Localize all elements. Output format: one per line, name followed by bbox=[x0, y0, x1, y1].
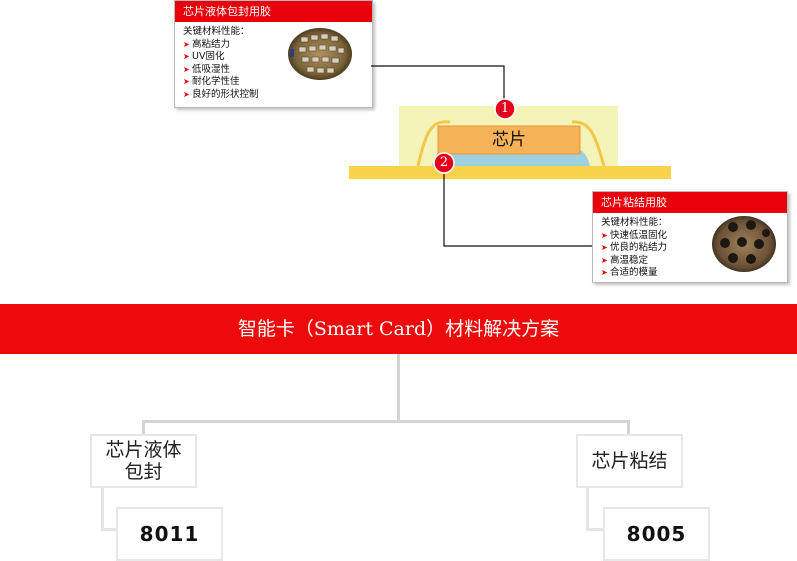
property-text: 良好的形状控制 bbox=[192, 89, 259, 102]
arrow-bullet-icon: ➤ bbox=[183, 76, 192, 89]
die-attach-body: 关键材料性能： ➤快速低温固化 ➤优良的粘结力 ➤高温稳定 ➤合适的模量 bbox=[593, 213, 787, 284]
leader-line-1 bbox=[371, 66, 504, 108]
marker-1-label: 1 bbox=[495, 100, 515, 117]
tree-connector-trunk bbox=[397, 354, 400, 423]
arrow-bullet-icon: ➤ bbox=[183, 39, 192, 52]
leader-line-2 bbox=[440, 170, 600, 250]
property-text: 高温稳定 bbox=[610, 255, 648, 268]
chip-label: 芯片 bbox=[438, 128, 580, 152]
property-text: UV固化 bbox=[192, 51, 224, 64]
tree-connector-right-child-h bbox=[586, 528, 604, 531]
arrow-bullet-icon: ➤ bbox=[183, 51, 192, 64]
liquid-encapsulation-title: 芯片液体包封用胶 bbox=[175, 1, 372, 22]
arrow-bullet-icon: ➤ bbox=[601, 267, 610, 280]
die-attach-title: 芯片粘结用胶 bbox=[593, 192, 787, 213]
property-text: 合适的模量 bbox=[610, 267, 658, 280]
property-item: ➤良好的形状控制 bbox=[183, 89, 364, 102]
product-code-8011: 8011 bbox=[116, 507, 223, 561]
property-text: 高粘结力 bbox=[192, 39, 230, 52]
property-text: 耐化学性佳 bbox=[192, 76, 240, 89]
product-code-8005: 8005 bbox=[603, 507, 710, 561]
category-label-line1: 芯片液体 bbox=[92, 439, 195, 461]
die-attach-photo bbox=[711, 215, 777, 273]
arrow-bullet-icon: ➤ bbox=[183, 64, 192, 77]
property-text: 快速低温固化 bbox=[610, 230, 667, 243]
tree-connector-bar bbox=[142, 420, 630, 423]
arrow-bullet-icon: ➤ bbox=[183, 89, 192, 102]
category-label-line2: 包封 bbox=[92, 461, 195, 483]
category-label: 芯片粘结 bbox=[578, 450, 681, 472]
chip-package-diagram bbox=[340, 60, 680, 185]
die-attach-panel: 芯片粘结用胶 关键材料性能： ➤快速低温固化 ➤优良的粘结力 ➤高温稳定 ➤合适… bbox=[592, 191, 788, 283]
category-die-attach: 芯片粘结 bbox=[576, 434, 683, 488]
product-code-text: 8011 bbox=[140, 522, 200, 546]
marker-2-label: 2 bbox=[434, 154, 454, 171]
property-text: 低吸湿性 bbox=[192, 64, 230, 77]
tree-connector-right-child bbox=[586, 486, 589, 530]
arrow-bullet-icon: ➤ bbox=[601, 230, 610, 243]
tree-connector-left-child bbox=[101, 486, 104, 530]
product-code-text: 8005 bbox=[627, 522, 687, 546]
category-liquid-encapsulation: 芯片液体 包封 bbox=[90, 434, 197, 488]
arrow-bullet-icon: ➤ bbox=[601, 255, 610, 268]
arrow-bullet-icon: ➤ bbox=[601, 242, 610, 255]
solution-banner: 智能卡（Smart Card）材料解决方案 bbox=[0, 304, 797, 354]
property-text: 优良的粘结力 bbox=[610, 242, 667, 255]
